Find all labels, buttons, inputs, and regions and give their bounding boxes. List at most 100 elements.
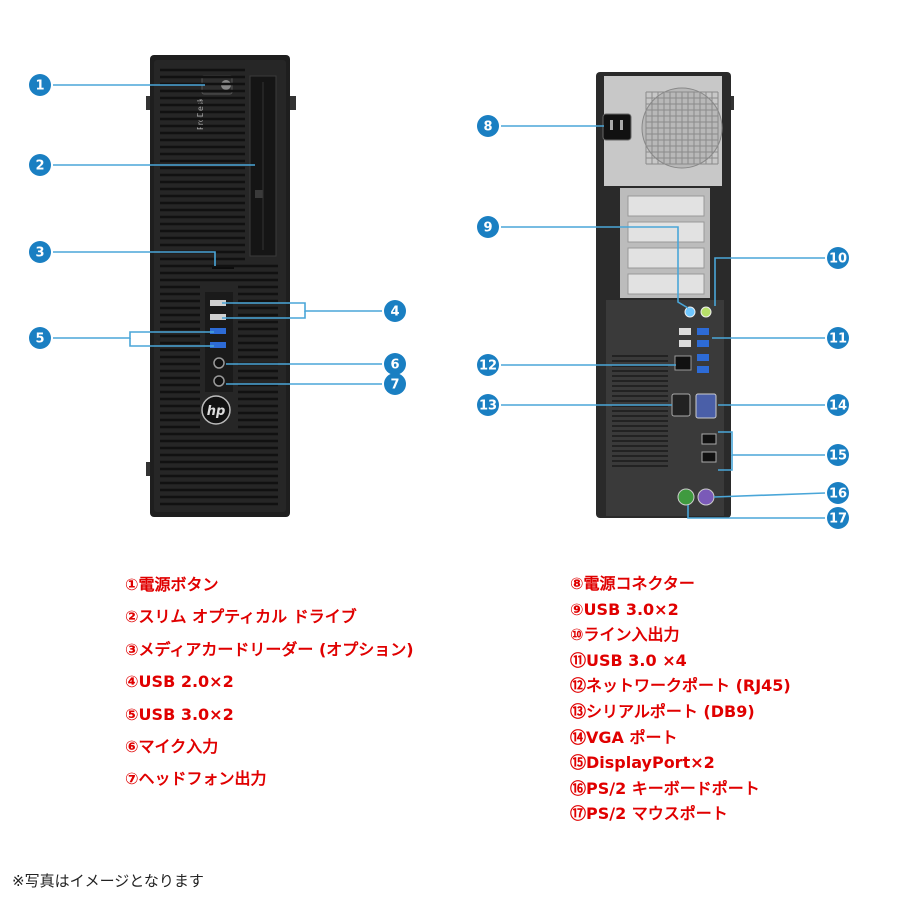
legend-left: ①電源ボタン ②スリム オプティカル ドライブ ③メディアカードリーダー (オプショ… — [125, 572, 414, 799]
headphone-jack — [213, 375, 225, 387]
leader-line — [718, 455, 733, 471]
leader-line — [53, 251, 216, 266]
callout-number: 15 — [829, 449, 847, 464]
mic-jack — [213, 357, 225, 369]
power-connector — [602, 113, 632, 141]
leader-line — [501, 226, 689, 309]
callout-10: 10 — [827, 247, 849, 269]
rear-usb3-4 — [697, 366, 709, 373]
expansion-slots — [620, 188, 710, 298]
callout-14: 14 — [827, 394, 849, 416]
callout-number: 8 — [483, 120, 492, 135]
callout-circle — [477, 354, 499, 376]
front-vents — [160, 68, 278, 506]
usb2-port-2 — [210, 314, 226, 320]
callout-16: 16 — [827, 482, 849, 504]
callout-3: 3 — [29, 241, 51, 263]
callout-11: 11 — [827, 327, 849, 349]
rear-vents — [612, 355, 668, 467]
callout-9: 9 — [477, 216, 499, 238]
callout-number: 9 — [483, 221, 492, 236]
disclaimer-note: ※写真はイメージとなります — [12, 872, 204, 890]
rear-usb3-3 — [697, 354, 709, 361]
callout-circle — [29, 74, 51, 96]
legend-item: ④USB 2.0×2 — [125, 672, 234, 692]
leader-line — [129, 338, 214, 347]
rear-usb-top-2 — [679, 340, 691, 347]
callout-circle — [827, 327, 849, 349]
ps2-keyboard-port — [697, 488, 715, 506]
leader-line — [713, 492, 826, 498]
callout-number: 11 — [829, 332, 847, 347]
callout-2: 2 — [29, 154, 51, 176]
legend-item: ⑯PS/2 キーボードポート — [570, 778, 760, 798]
callout-6: 6 — [384, 353, 406, 375]
callout-17: 17 — [827, 507, 849, 529]
rear-view — [596, 72, 734, 518]
legend-item: ⑥マイク入力 — [125, 736, 219, 756]
callout-4: 4 — [384, 300, 406, 322]
ps2-mouse-port — [677, 488, 695, 506]
leader-line — [687, 505, 825, 519]
callout-circle — [384, 373, 406, 395]
leader-line — [53, 331, 214, 339]
callout-circle — [384, 300, 406, 322]
legend-item: ⑫ネットワークポート (RJ45) — [570, 676, 791, 696]
rj45-port — [674, 355, 692, 371]
callout-circle — [477, 115, 499, 137]
callout-number: 14 — [829, 399, 847, 414]
callout-number: 3 — [35, 246, 44, 261]
rear-usb-top-1 — [679, 328, 691, 335]
leader-line — [222, 302, 382, 312]
leader-lines — [53, 84, 826, 519]
callout-7: 7 — [384, 373, 406, 395]
hp-logo — [201, 395, 231, 425]
legend-item: ⑭VGA ポート — [570, 727, 678, 747]
callout-number: 12 — [479, 359, 497, 374]
callout-13: 13 — [477, 394, 499, 416]
callout-5: 5 — [29, 327, 51, 349]
hp-logo-text: hp — [207, 404, 226, 419]
callout-number: 6 — [390, 358, 399, 373]
callout-circle — [827, 247, 849, 269]
callout-circle — [827, 444, 849, 466]
legend-item: ⑨USB 3.0×2 — [570, 599, 679, 619]
leader-line — [222, 311, 306, 319]
callout-circle — [477, 216, 499, 238]
callout-circle — [477, 394, 499, 416]
callout-number: 10 — [829, 252, 847, 267]
legend-item: ⑩ライン入出力 — [570, 625, 680, 645]
front-view: ProDesk hp — [146, 55, 296, 517]
callout-number: 4 — [390, 305, 399, 320]
callout-circle — [384, 353, 406, 375]
legend-item: ②スリム オプティカル ドライブ — [125, 607, 357, 627]
legend-item: ③メディアカードリーダー (オプション) — [125, 639, 414, 659]
brand-text: ProDesk — [196, 97, 205, 130]
vga-port — [695, 393, 717, 419]
usb3-port-2 — [210, 342, 226, 348]
legend-item: ⑬シリアルポート (DB9) — [570, 701, 755, 721]
line-out-jack — [700, 306, 712, 318]
leader-line — [714, 257, 778, 306]
callout-number: 16 — [829, 487, 847, 502]
callout-8: 8 — [477, 115, 499, 137]
callout-1: 1 — [29, 74, 51, 96]
legend-item: ⑰PS/2 マウスポート — [570, 804, 728, 824]
rear-usb3-1 — [697, 328, 709, 335]
callout-circle — [827, 482, 849, 504]
computer-diagram: ProDesk hp — [29, 55, 849, 529]
callout-number: 5 — [35, 332, 44, 347]
usb2-port-1 — [210, 300, 226, 306]
callout-circle — [29, 327, 51, 349]
callout-number: 17 — [829, 512, 847, 527]
line-in-jack — [684, 306, 696, 318]
legend-item: ①電源ボタン — [125, 575, 219, 594]
callout-number: 13 — [479, 399, 497, 414]
legend-item: ⑮DisplayPort×2 — [570, 753, 715, 773]
serial-port — [671, 393, 691, 417]
callout-number: 7 — [390, 378, 399, 393]
leader-line — [718, 431, 825, 456]
rear-usb3-2 — [697, 340, 709, 347]
